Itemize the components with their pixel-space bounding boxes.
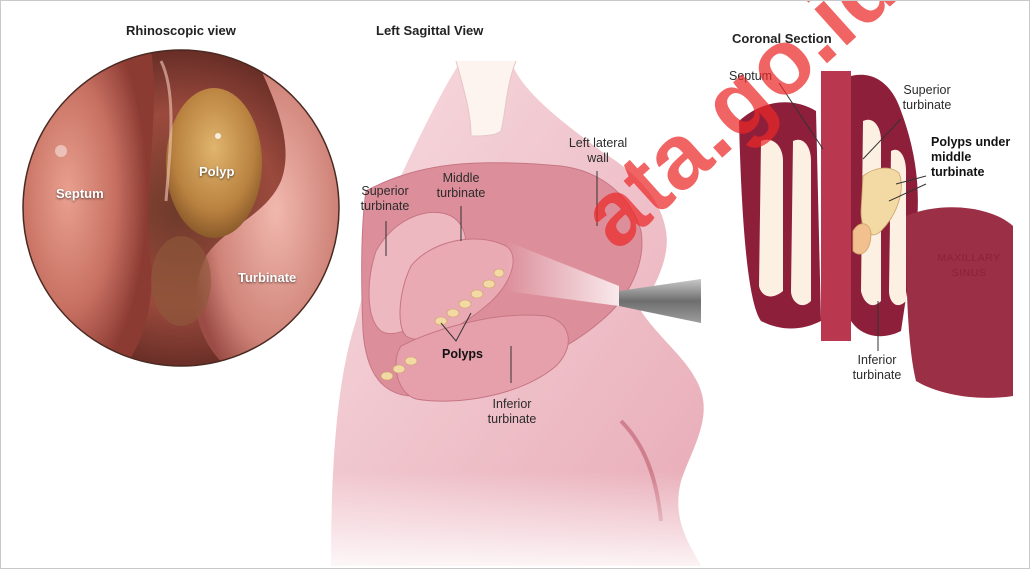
label-inferior-turbinate-coronal: Inferior turbinate xyxy=(841,353,913,383)
label-line: turbinate xyxy=(931,165,984,179)
label-septum-rhino: Septum xyxy=(56,186,104,201)
label-line: MAXILLARY xyxy=(937,252,1000,264)
label-superior-turbinate-sagittal: Superior turbinate xyxy=(354,184,416,214)
label-line: middle xyxy=(931,150,971,164)
label-middle-turbinate-sagittal: Middle turbinate xyxy=(429,171,493,201)
label-line: turbinate xyxy=(903,98,952,112)
label-polyp-rhino: Polyp xyxy=(199,164,234,179)
label-inferior-turbinate-sagittal: Inferior turbinate xyxy=(479,397,545,427)
label-polyps-sagittal: Polyps xyxy=(442,347,483,362)
label-line: Superior xyxy=(903,83,950,97)
label-line: turbinate xyxy=(853,368,902,382)
label-line: Inferior xyxy=(493,397,532,411)
label-line: turbinate xyxy=(437,186,486,200)
label-line: Middle xyxy=(443,171,480,185)
label-turbinate-rhino: Turbinate xyxy=(238,270,296,285)
label-line: turbinate xyxy=(361,199,410,213)
label-line: Superior xyxy=(361,184,408,198)
sagittal-title: Left Sagittal View xyxy=(376,23,483,38)
label-line: turbinate xyxy=(488,412,537,426)
label-line: SINUS xyxy=(952,267,987,279)
label-maxillary-sinus: MAXILLARY SINUS xyxy=(933,251,1005,281)
label-line: Polyps under xyxy=(931,135,1010,149)
label-superior-turbinate-coronal: Superior turbinate xyxy=(889,83,965,113)
label-polyps-under-middle-turbinate: Polyps under middle turbinate xyxy=(931,135,1010,180)
label-line: Inferior xyxy=(858,353,897,367)
